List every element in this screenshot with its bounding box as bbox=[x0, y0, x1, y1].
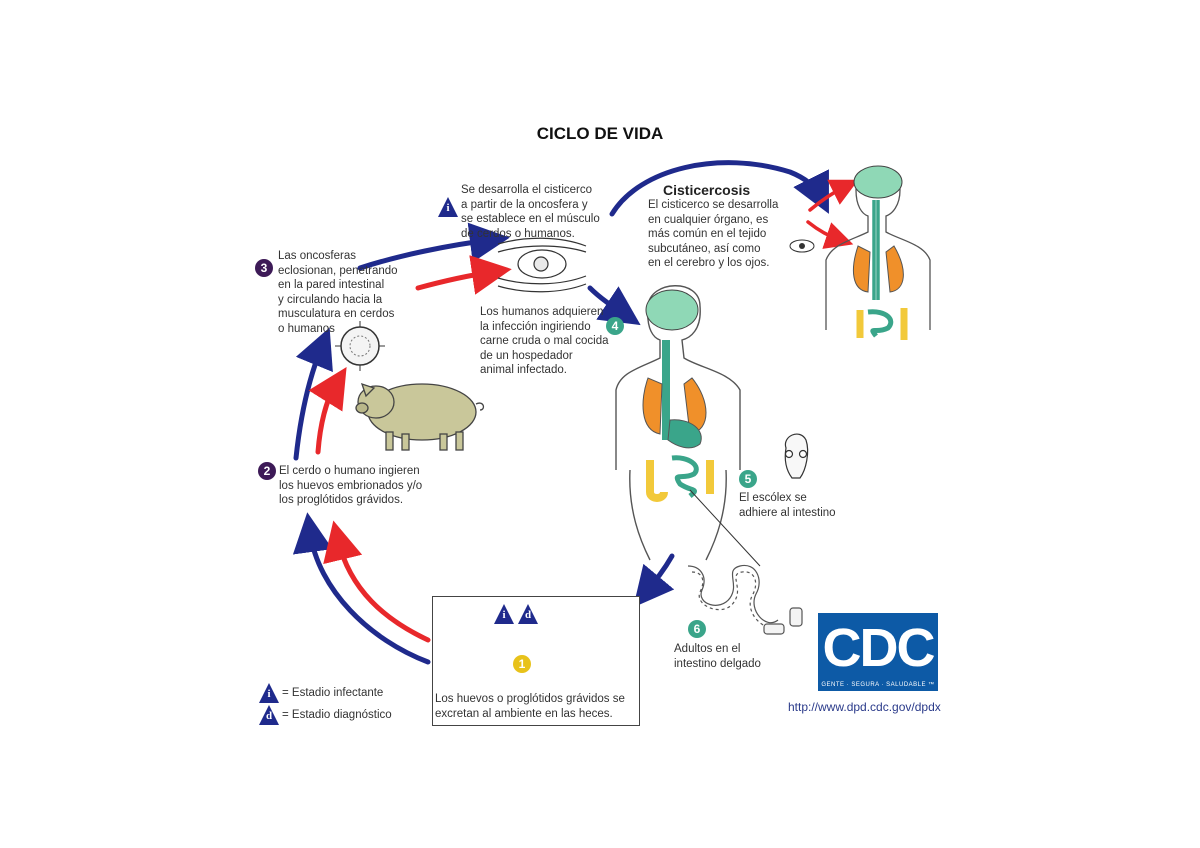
cisticercosis-heading: Cisticercosis bbox=[663, 182, 751, 198]
human-body-right bbox=[825, 165, 931, 340]
legend-infective-icon: i bbox=[258, 682, 280, 704]
arrow-step2-to-step3-red bbox=[308, 367, 347, 455]
step-2-badge: 2 bbox=[258, 462, 276, 480]
step-3-text: Las oncosferas eclosionan, penetrando en… bbox=[278, 250, 398, 335]
arrow-cyst-to-human bbox=[587, 285, 641, 326]
human-body-center bbox=[615, 285, 761, 567]
cdc-logo-letters: CDC bbox=[822, 618, 936, 678]
legend-infective-label: = Estadio infectante bbox=[282, 687, 384, 699]
cdc-logo: CDC GENTE · SEGURA · SALUDABLE ™ bbox=[818, 613, 938, 691]
step-6-text: Adultos en el intestino delgado bbox=[674, 643, 761, 670]
step-2-text: El cerdo o humano ingieren los huevos em… bbox=[279, 465, 423, 506]
pig-image bbox=[355, 382, 485, 451]
cysticercus-infective-marker-icon: i bbox=[437, 196, 459, 218]
arrow-step2-to-step3-blue bbox=[293, 327, 333, 461]
arrow-human-to-box bbox=[633, 553, 675, 608]
source-url: http://www.dpd.cdc.gov/dpdx bbox=[788, 700, 941, 714]
arrow-cyst-to-cisticercosis bbox=[609, 160, 829, 217]
step-1-badge: 1 bbox=[513, 655, 531, 673]
step-1-text: Los huevos o proglótidos grávidos se exc… bbox=[435, 693, 625, 720]
step-5-badge: 5 bbox=[739, 470, 757, 488]
step-6-badge: 6 bbox=[688, 620, 706, 638]
arrow-step3-to-cyst-blue bbox=[357, 222, 510, 271]
step-1-infective-marker-icon: i bbox=[493, 603, 515, 625]
legend-diagnostic-label: = Estadio diagnóstico bbox=[282, 709, 392, 721]
arrow-cisticercosis-to-tissue-red bbox=[806, 220, 854, 249]
cisticercosis-text: El cisticerco se desarrolla en cualquier… bbox=[648, 199, 779, 269]
step-3-badge: 3 bbox=[255, 259, 273, 277]
arrow-box-to-step2-blue bbox=[292, 512, 431, 665]
eye-cyst-image bbox=[789, 239, 815, 253]
oncosphere-image bbox=[335, 321, 385, 371]
page-title: CICLO DE VIDA bbox=[536, 124, 664, 143]
step-4-badge: 4 bbox=[606, 317, 624, 335]
step-4-text: Los humanos adquieren la infección ingir… bbox=[480, 306, 609, 376]
cysticercus-in-muscle bbox=[497, 237, 587, 293]
cdc-logo-tagline: GENTE · SEGURA · SALUDABLE ™ bbox=[821, 682, 935, 688]
arrow-cisticercosis-to-brain-red bbox=[808, 179, 859, 212]
adult-tapeworm-image bbox=[687, 564, 803, 635]
step-5-text: El escólex se adhiere al intestino bbox=[739, 492, 836, 519]
arrow-box-to-step2-red bbox=[323, 520, 431, 643]
scolex-image bbox=[784, 433, 809, 479]
cycle-arrows bbox=[292, 160, 859, 665]
cysticercus-development-text: Se desarrolla el cisticerco a partir de … bbox=[461, 184, 600, 240]
arrow-step3-to-cyst-red bbox=[415, 255, 512, 295]
step-1-diagnostic-marker-icon: d bbox=[517, 603, 539, 625]
legend-diagnostic-icon: d bbox=[258, 704, 280, 726]
step-1-box: i d 1 Los huevos o proglótidos grávidos … bbox=[432, 596, 640, 726]
